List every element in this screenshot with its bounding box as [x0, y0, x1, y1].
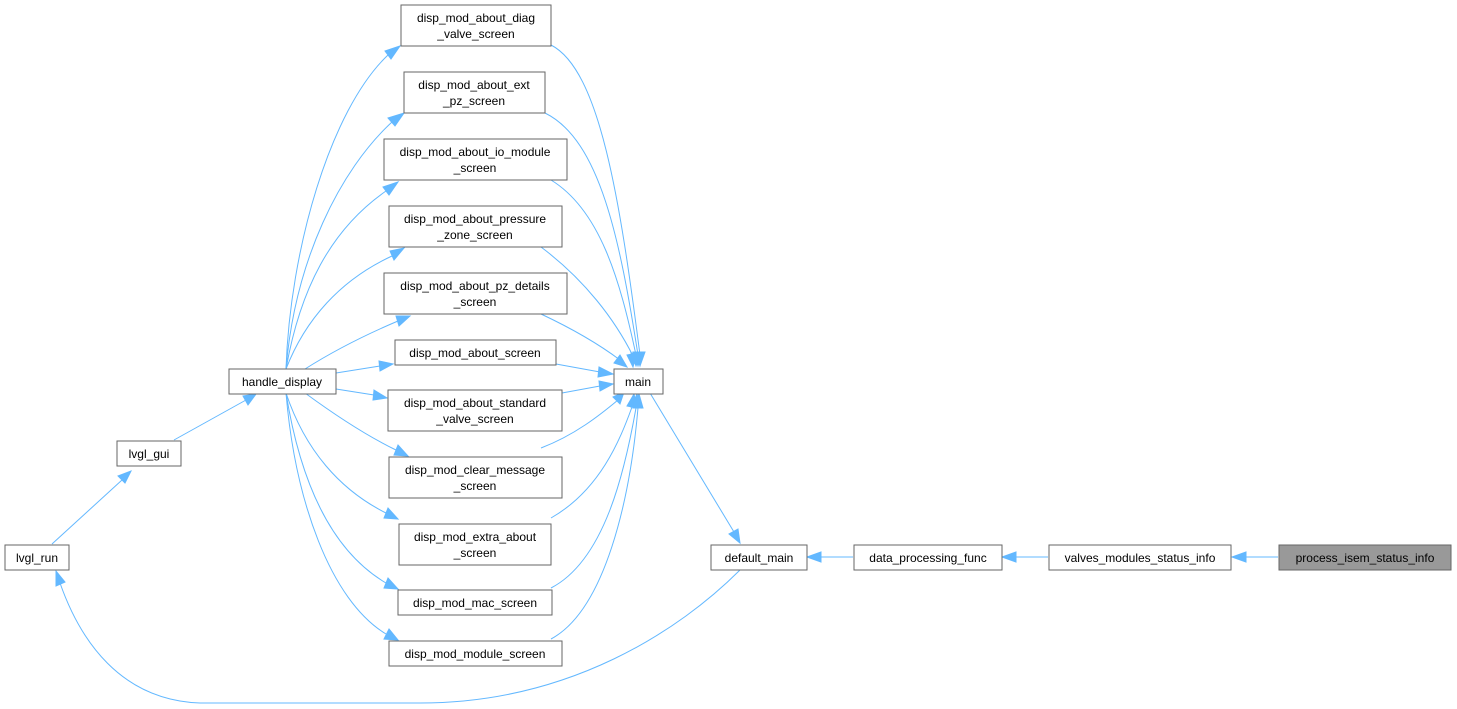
edge-data-processing-default-main: [805, 551, 853, 563]
node-default-main[interactable]: default_main: [710, 544, 808, 571]
edge-pz-details-main: [540, 313, 629, 368]
edge-default-main-lvgl-run: [55, 569, 741, 704]
edge-handle-ext-pz: [285, 112, 406, 370]
node-label: disp_mod_module_screen: [405, 647, 546, 661]
node-disp-mod-about-ext-pz-screen[interactable]: disp_mod_about_ext _pz_screen: [403, 71, 546, 114]
node-main[interactable]: main: [613, 368, 664, 395]
edge-handle-module-screen: [285, 392, 400, 641]
edge-extra-about-main: [550, 392, 638, 519]
node-label: lvgl_gui: [129, 447, 170, 461]
node-label-line-1: disp_mod_about_standard: [404, 396, 546, 410]
node-label-line-1: disp_mod_about_pressure: [404, 212, 546, 226]
node-label: handle_display: [242, 375, 322, 389]
node-label: process_isem_status_info: [1296, 551, 1435, 565]
node-label: disp_mod_mac_screen: [413, 596, 537, 610]
edge-about-screen-main: [555, 363, 615, 378]
edge-valves-data-processing: [1000, 551, 1048, 563]
node-disp-mod-clear-message-screen[interactable]: disp_mod_clear_message _screen: [388, 456, 563, 499]
edge-handle-pz-details: [304, 315, 412, 370]
node-label: default_main: [725, 551, 794, 565]
edge-handle-pressure-zone: [285, 247, 406, 370]
node-label: disp_mod_about_screen: [409, 346, 540, 360]
edge-handle-diag-valve: [285, 45, 402, 370]
edge-handle-about-screen: [335, 360, 395, 374]
node-label: lvgl_run: [16, 551, 58, 565]
node-label: main: [625, 375, 651, 389]
node-label-line-2: _screen: [453, 479, 497, 493]
node-disp-mod-about-pressure-zone-screen[interactable]: disp_mod_about_pressure _zone_screen: [388, 205, 563, 248]
node-disp-mod-extra-about-screen[interactable]: disp_mod_extra_about _screen: [398, 523, 552, 566]
edge-standard-valve-main: [561, 380, 615, 394]
node-label-line-2: _pz_screen: [442, 94, 505, 108]
node-disp-mod-about-pz-details-screen[interactable]: disp_mod_about_pz_details _screen: [383, 272, 568, 315]
node-lvgl-run[interactable]: lvgl_run: [4, 544, 70, 571]
edges: [51, 44, 1278, 704]
node-label-line-2: _screen: [453, 161, 497, 175]
node-label-line-1: disp_mod_clear_message: [405, 463, 545, 477]
node-label: valves_modules_status_info: [1065, 551, 1216, 565]
node-label-line-2: _valve_screen: [436, 27, 514, 41]
edge-handle-standard-valve: [335, 388, 389, 401]
edge-mac-screen-main: [550, 392, 642, 589]
node-disp-mod-module-screen[interactable]: disp_mod_module_screen: [388, 640, 563, 667]
node-label-line-1: disp_mod_extra_about: [414, 530, 537, 544]
node-label-line-1: disp_mod_about_diag: [417, 11, 535, 25]
edge-module-screen-main: [550, 392, 644, 640]
node-label: data_processing_func: [869, 551, 986, 565]
node-disp-mod-about-io-module-screen[interactable]: disp_mod_about_io_module _screen: [383, 138, 568, 181]
node-data-processing-func[interactable]: data_processing_func: [853, 544, 1003, 571]
edge-process-isem-valves: [1230, 551, 1278, 563]
node-label-line-1: disp_mod_about_io_module: [400, 145, 551, 159]
node-label-line-2: _screen: [453, 546, 497, 560]
node-label-line-1: disp_mod_about_pz_details: [400, 279, 549, 293]
node-disp-mod-about-diag-valve-screen[interactable]: disp_mod_about_diag _valve_screen: [400, 4, 552, 47]
node-process-isem-status-info[interactable]: process_isem_status_info: [1278, 544, 1452, 571]
node-label-line-2: _screen: [453, 295, 497, 309]
edge-pressure-zone-main: [540, 246, 638, 369]
node-label-line-2: _zone_screen: [436, 228, 512, 242]
node-lvgl-gui[interactable]: lvgl_gui: [116, 440, 182, 467]
node-label-line-2: _valve_screen: [435, 412, 513, 426]
nodes: disp_mod_about_diag _valve_screen disp_m…: [4, 4, 1452, 667]
edge-main-default-main: [649, 392, 741, 545]
edge-lvgl-run-lvgl-gui: [51, 470, 133, 545]
edge-lvgl-gui-handle: [173, 393, 258, 441]
node-disp-mod-about-screen[interactable]: disp_mod_about_screen: [394, 339, 557, 366]
node-valves-modules-status-info[interactable]: valves_modules_status_info: [1048, 544, 1232, 571]
node-disp-mod-about-standard-valve-screen[interactable]: disp_mod_about_standard _valve_screen: [387, 389, 563, 432]
edge-handle-clear-message: [304, 392, 410, 457]
node-disp-mod-mac-screen[interactable]: disp_mod_mac_screen: [397, 589, 553, 616]
edge-handle-mac-screen: [285, 392, 400, 590]
edge-handle-extra-about: [285, 392, 400, 520]
node-handle-display[interactable]: handle_display: [228, 368, 337, 395]
edge-handle-io-module: [285, 181, 400, 370]
node-label-line-1: disp_mod_about_ext: [418, 78, 530, 92]
edge-diag-valve-main: [550, 44, 646, 368]
